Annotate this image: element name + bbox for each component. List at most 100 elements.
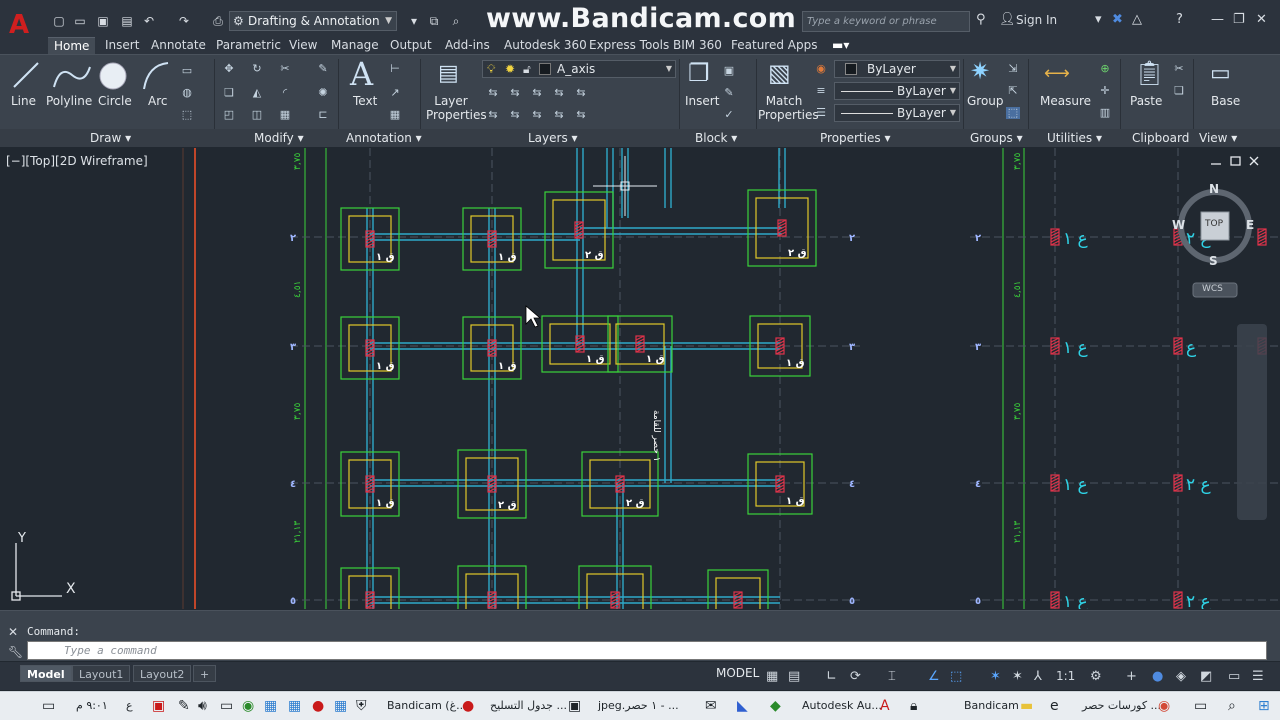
arc-button[interactable]: Arc [148,94,168,108]
tab-featured-apps[interactable]: Featured Apps [731,38,818,52]
viewcube[interactable] [1178,189,1252,298]
maximize-icon[interactable]: ⧉ [429,14,439,28]
start-icon[interactable]: ⊞ [1258,698,1270,714]
zoom-icon[interactable]: ⌕ [452,14,460,28]
properties-panel-title[interactable]: Properties ▾ [820,131,891,145]
restore-icon[interactable]: ❐ [1233,12,1245,27]
notification-icon[interactable]: ▭ [42,698,56,714]
viewcube-east[interactable]: E [1246,218,1255,232]
tab-bim-360[interactable]: BIM 360 [673,38,722,52]
annotation-visibility-icon[interactable]: ✶ [1012,669,1023,684]
annotation-monitor-icon[interactable]: ⬚ [950,669,963,684]
layer-tool-icon[interactable]: ⇆ [576,108,586,121]
taskbar-item-bandicam[interactable]: Bandicam [964,699,1019,712]
open-file-icon[interactable]: ▭ [74,14,86,28]
otrack-icon[interactable]: ∠ [928,669,940,684]
explode-icon[interactable]: ✺ [318,86,328,99]
move-icon[interactable]: ✥ [224,62,234,75]
user-icon[interactable]: 👤︎ [999,12,1016,27]
tab-model[interactable]: Model [20,665,72,682]
measure-button[interactable]: Measure [1040,94,1091,108]
wcs-label[interactable]: WCS [1202,284,1223,294]
grid-icon[interactable]: ▦ [766,669,779,684]
customize-quick-access-icon[interactable]: ▾ [410,14,418,28]
menu-icon[interactable]: ☰ [1252,669,1264,684]
snap-icon[interactable]: ▤ [788,669,801,684]
modify-panel-title[interactable]: Modify ▾ [254,131,304,145]
tab-view[interactable]: View [289,38,318,52]
viewcube-top-face[interactable] [1200,211,1230,241]
polar-icon[interactable]: ⟳ [850,669,861,684]
circle-button[interactable]: Circle [98,94,132,108]
tab-add-ins[interactable]: Add-ins [445,38,490,52]
tab-express-tools[interactable]: Express Tools [589,38,670,52]
linetype-icon[interactable]: ≡ [816,84,826,97]
app-icon[interactable]: ◆ [770,698,781,714]
fillet-icon[interactable]: ◜ [282,86,288,99]
mirror-icon[interactable]: ◭ [252,86,262,99]
table-icon[interactable]: ▦ [389,108,401,121]
point-icon[interactable]: ✛ [1100,84,1110,97]
layer-tool-icon[interactable]: ⇆ [554,86,564,99]
dimension-icon[interactable]: ⊢ [390,62,400,75]
chevron-down-icon[interactable]: ▾ [1095,12,1102,27]
draw-panel-title[interactable]: Draw ▾ [90,131,132,145]
record-tray-icon[interactable]: ● [312,698,325,714]
clock[interactable]: ٩:٠١ م [76,699,108,712]
app-icon[interactable]: ◣ [737,698,748,714]
ribbon-minimize-icon[interactable]: ▬▾ [832,38,850,52]
network-icon[interactable]: ◉ [242,698,255,714]
app-tray-icon[interactable]: ▦ [264,698,278,714]
app-tray-icon[interactable]: ▦ [288,698,302,714]
customization-icon[interactable]: ▭ [1228,669,1241,684]
layer-dropdown[interactable]: 💡︎ ✹ 🔓︎ A_axis ▼ [482,60,676,78]
trim-icon[interactable]: ✂ [280,62,290,75]
annotation-scale-icon[interactable]: ✶ [990,669,1001,684]
taskbar-item-image[interactable]: jpeg.١ حصر - ... [598,699,679,712]
insert-button[interactable]: Insert [685,94,720,108]
input-language[interactable]: ع [126,699,133,712]
shield-icon[interactable]: ⛨ [356,698,367,714]
viewport-controls[interactable] [1211,156,1259,166]
tab-insert[interactable]: Insert [105,38,140,52]
mail-icon[interactable]: ✉ [705,698,717,714]
layer-tool-icon[interactable]: ⇆ [510,86,520,99]
isolate-icon[interactable]: ● [1152,669,1164,684]
acrobat-tray-icon[interactable]: ▣ [152,698,166,714]
taskbar-item-excel[interactable]: جدول التسليح ... [490,699,567,712]
viewcube-ring[interactable] [1178,189,1252,263]
wrench-icon[interactable]: 🔧︎ [8,645,24,659]
volume-icon[interactable]: 🔊︎ [198,698,207,714]
color-wheel-icon[interactable]: ◉ [816,62,826,75]
calculator-icon[interactable]: ▥ [1099,106,1111,119]
tab-autodesk-360[interactable]: Autodesk 360 [504,38,587,52]
viewcube-south[interactable]: S [1209,254,1218,268]
cut-icon[interactable]: ✂ [1174,62,1184,75]
viewcube-west[interactable]: W [1172,218,1186,232]
erase-icon[interactable]: ✎ [318,62,328,75]
app-tray-icon[interactable]: ▦ [334,698,348,714]
search-icon[interactable]: ⌕ [1228,698,1236,714]
taskbar-item-autocad[interactable]: Autodesk Au... [802,699,882,712]
base-button[interactable]: Base [1211,94,1241,108]
a360-icon[interactable]: △ [1132,12,1142,27]
polyline-button[interactable]: Polyline [46,94,93,108]
stretch-icon[interactable]: ◰ [223,108,235,121]
lock-icon[interactable]: 🔒︎ [910,698,918,714]
block-panel-title[interactable]: Block ▾ [695,131,738,145]
annotation-panel-title[interactable]: Annotation ▾ [346,131,422,145]
create-block-icon[interactable]: ▣ [723,64,735,77]
group-edit-icon[interactable]: ⇱ [1008,84,1018,97]
hardware-acceleration-icon[interactable]: ◈ [1176,669,1186,684]
color-dropdown[interactable]: ByLayer▼ [834,60,960,78]
layer-tool-icon[interactable]: ⇆ [510,108,520,121]
plot-icon[interactable]: ⎙ [213,14,223,28]
help-icon[interactable]: ? [1176,12,1183,27]
taskbar-item-bandicam-window[interactable]: Bandicam (غ... [387,699,467,712]
group-button[interactable]: Group [967,94,1004,108]
pen-tray-icon[interactable]: ✎ [178,698,190,714]
paste-button[interactable]: Paste [1130,94,1163,108]
array-icon[interactable]: ▦ [279,108,291,121]
clean-screen-icon[interactable]: ◩ [1200,669,1213,684]
